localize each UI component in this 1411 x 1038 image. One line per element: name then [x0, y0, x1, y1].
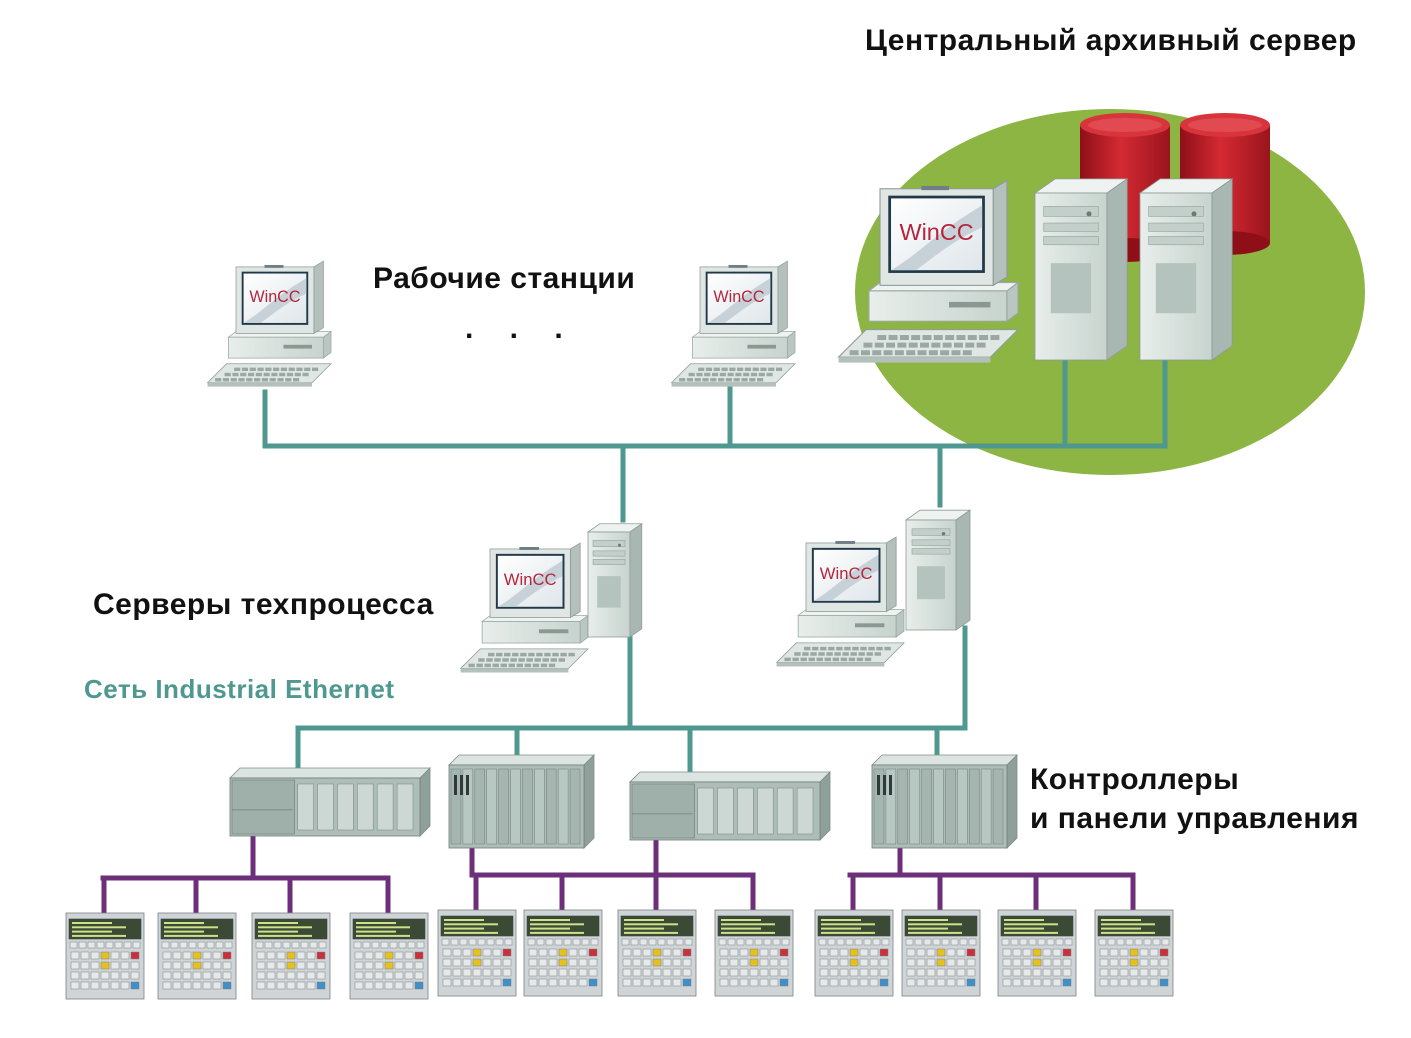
monitor: WinCC: [699, 260, 788, 335]
system-unit: [480, 614, 590, 644]
keyboard: [670, 363, 796, 387]
fieldbus-lines: [100, 835, 1136, 916]
keyboard: [775, 642, 905, 667]
keyboard: [837, 328, 1020, 363]
wincc-logo-text: WinCC: [713, 288, 764, 306]
controller-2: [448, 754, 595, 849]
wincc-logo-text: WinCC: [820, 564, 873, 583]
monitor: WinCC: [489, 542, 581, 619]
operator-panel: [65, 912, 145, 1000]
wincc-logo-text: WinCC: [249, 288, 300, 306]
industrial-ethernet-lines: [262, 357, 1168, 776]
workstations-ellipsis: . . .: [465, 312, 577, 345]
controllers-label-line2: и панели управления: [1030, 802, 1359, 835]
archive-server-1: [1033, 178, 1129, 361]
controller-4: [871, 754, 1018, 849]
system-unit: [867, 281, 1020, 323]
monitor: WinCC: [235, 260, 324, 335]
keyboard: [459, 648, 589, 673]
ethernet-upper-bus: [262, 357, 1168, 449]
system-unit: [691, 330, 797, 359]
controller-1: [229, 767, 431, 837]
network-label: Сеть Industrial Ethernet: [84, 674, 395, 704]
central-server-label: Центральный архивный сервер: [865, 24, 1357, 57]
process-server-2: [904, 509, 972, 631]
operator-panel: [437, 909, 517, 997]
process-server-1: [586, 522, 644, 638]
archive-workstation: WinCC: [837, 179, 1020, 363]
operator-panel: [714, 909, 794, 997]
monitor: WinCC: [805, 536, 897, 613]
operator-panel: [349, 912, 429, 1000]
controllers-label-line1: Контроллеры: [1030, 763, 1240, 796]
operator-panel: [617, 909, 697, 997]
operator-panel: [814, 909, 894, 997]
system-unit: [796, 608, 906, 638]
operator-panel: [523, 909, 603, 997]
workstation-1: WinCC: [206, 260, 333, 387]
process-server-2-workstation: WinCC: [775, 536, 906, 667]
monitor: WinCC: [879, 179, 1008, 287]
archive-server-2: [1138, 178, 1234, 361]
operator-panel: [901, 909, 981, 997]
workstation-2: WinCC: [670, 260, 797, 387]
operator-panel: [157, 912, 237, 1000]
operator-panel: [1094, 909, 1174, 997]
wincc-logo-text: WinCC: [899, 219, 973, 245]
process-servers-label: Серверы техпроцесса: [93, 588, 434, 621]
operator-panel: [251, 912, 331, 1000]
keyboard: [206, 363, 332, 387]
wincc-logo-text: WinCC: [504, 570, 557, 589]
system-unit: [227, 330, 333, 359]
process-server-1-workstation: WinCC: [459, 542, 590, 673]
operator-panel: [997, 909, 1077, 997]
controller-3: [629, 771, 831, 841]
workstations-label: Рабочие станции: [373, 262, 636, 295]
